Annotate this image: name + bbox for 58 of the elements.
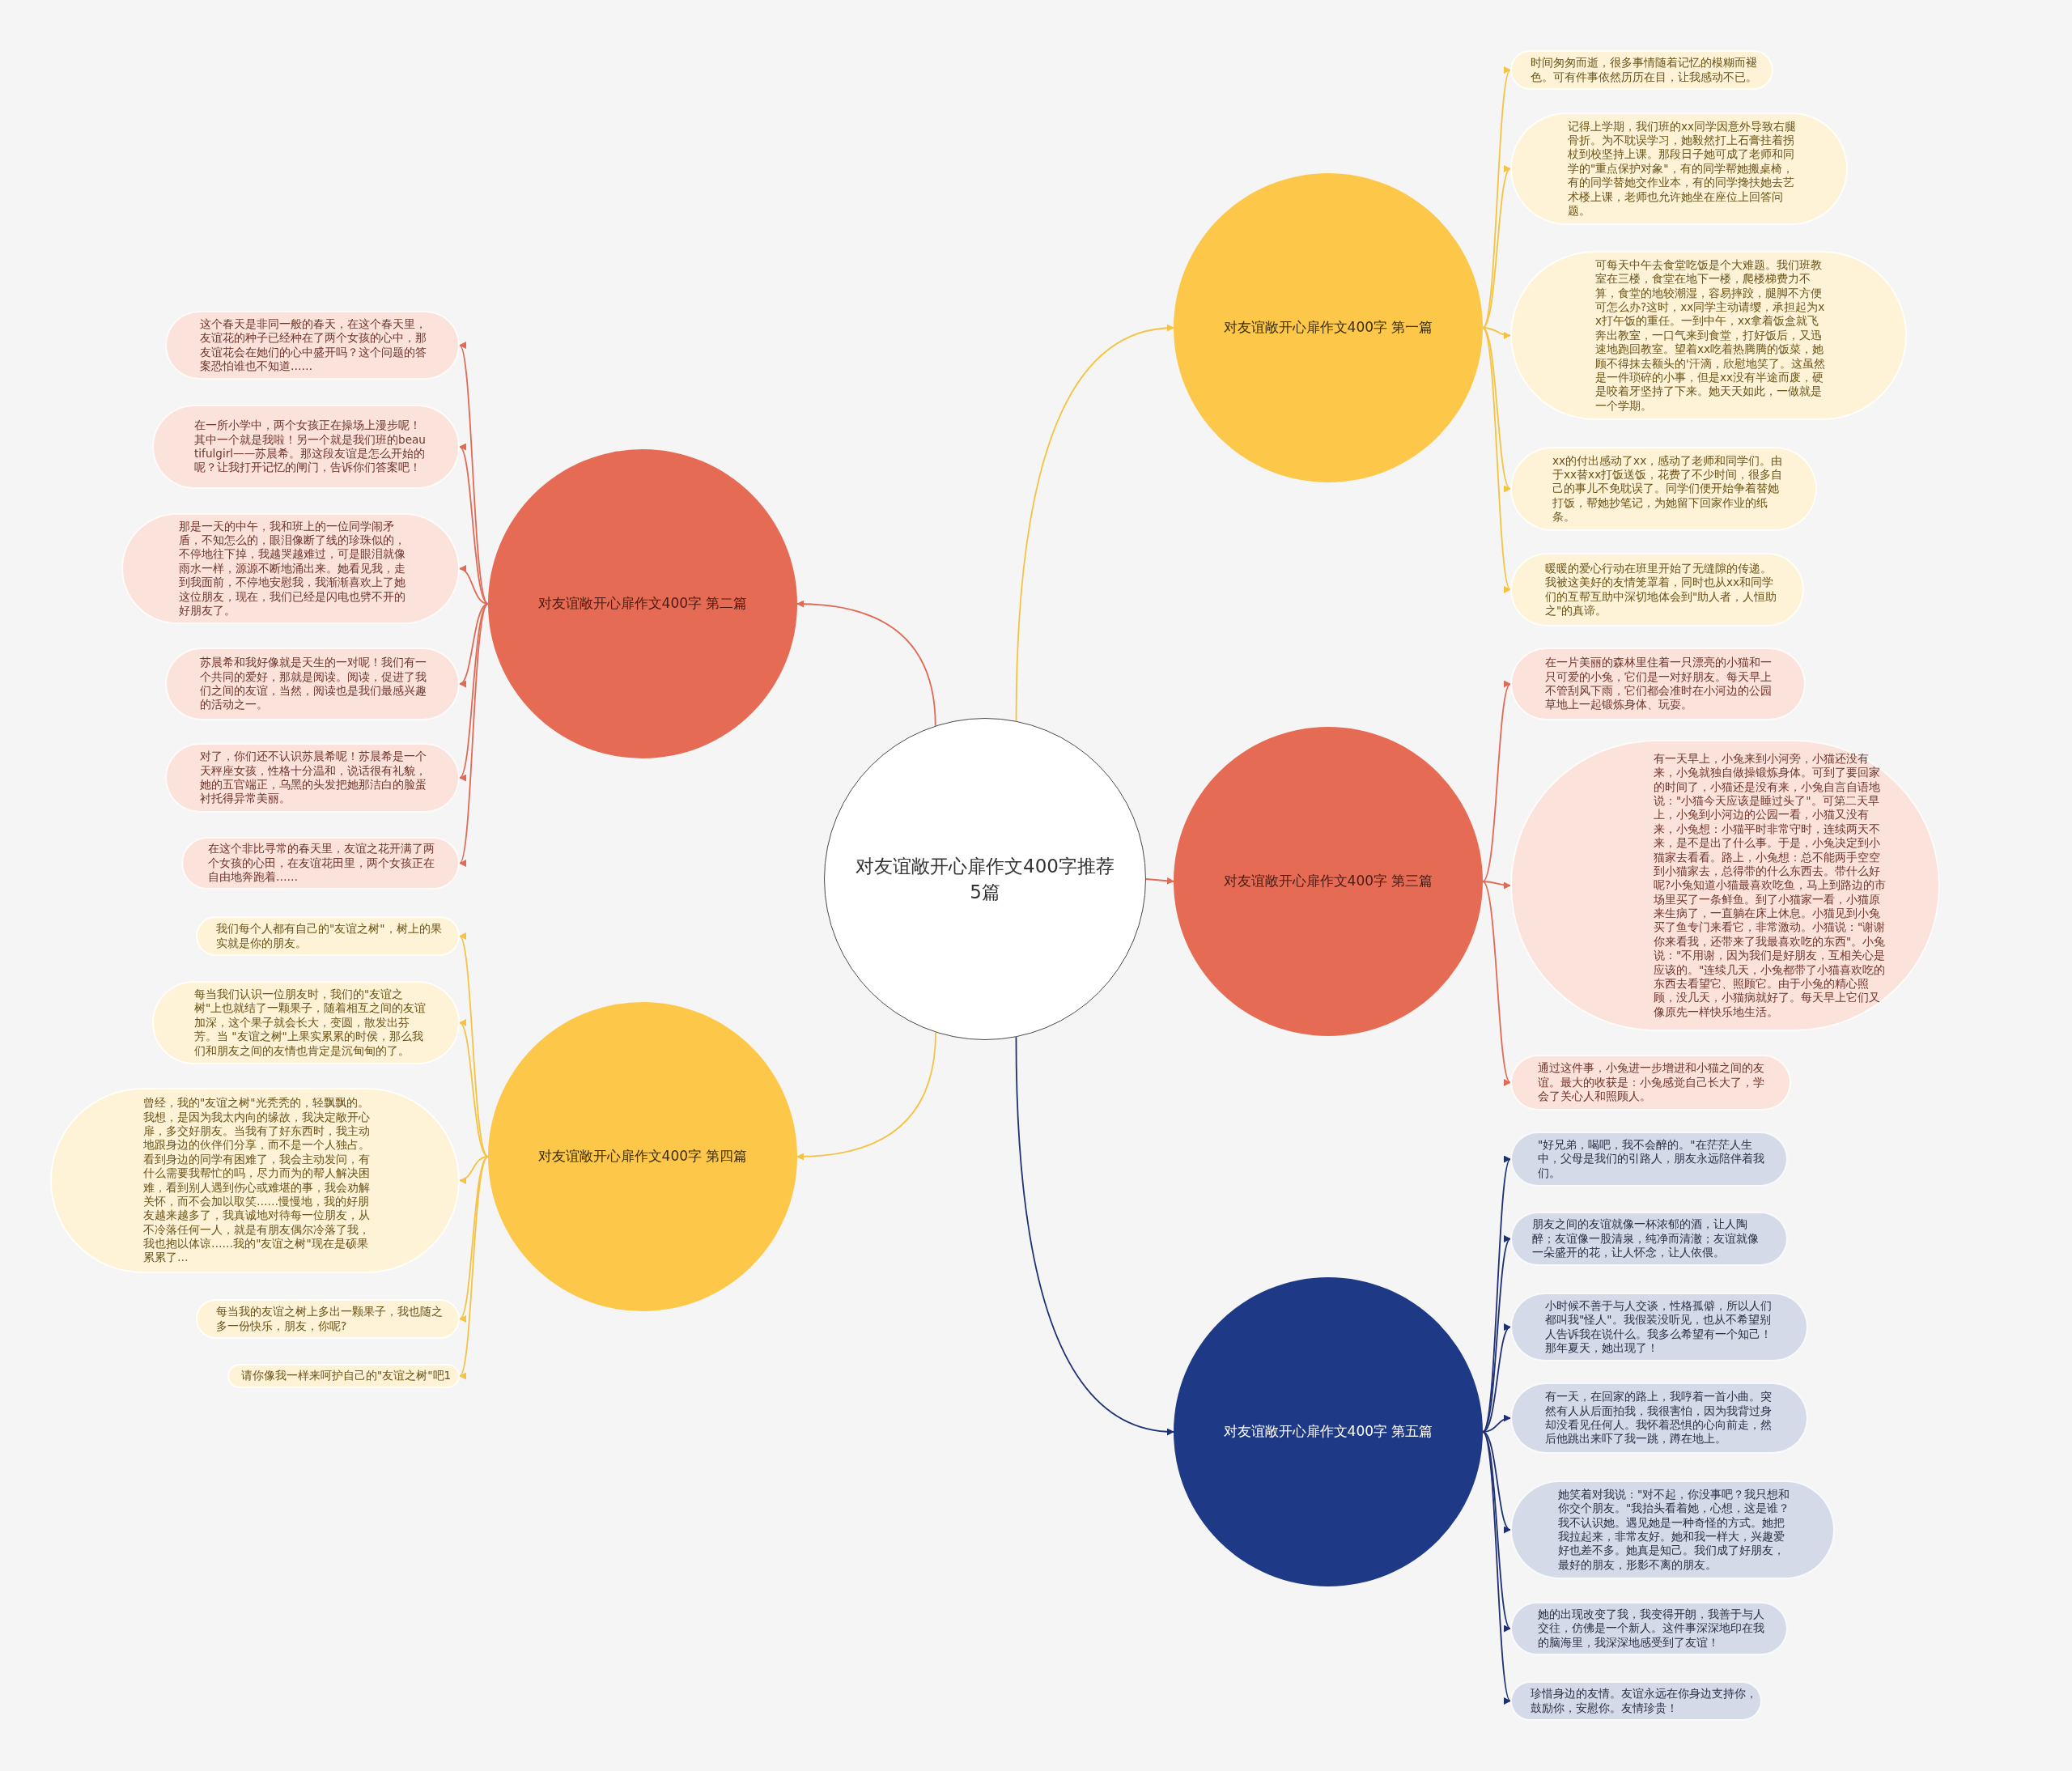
connector-arrow bbox=[459, 603, 489, 864]
paragraph-text: 可每天中午去食堂吃饭是个大难题。我们班教室在三楼，食堂在地下一楼，爬楼梯费力不算，食堂的地较潮湿，容易摔跤，腿脚不方便可怎么办?这时，xx同学主动请缨，承担起为xx打午饭的重任。一到中午，xx拿着饭盒就飞奔出教室，一口气来到食堂，打好饭后，又迅速地跑回教室。望着xx吃着热腾腾的饭菜，她顾不得抹去额头的'汗滴，欣慰地笑了。这虽然是一件琐碎的小事，但是xx没有半途而废，硬是咬着牙坚持了下来。她天天如此，一做就是一个学期。 bbox=[1595, 257, 1826, 414]
connector-arrow bbox=[1482, 327, 1511, 339]
paragraph-text: 小时候不善于与人交谈，性格孤僻，所以人们都叫我"怪人"。我假装没听见，也从不希望别人告诉我在说什么。我多么希望有一个知己！那年夏天，她出现了！ bbox=[1545, 1298, 1773, 1356]
topic-title: 对友谊敞开心扉作文400字 第二篇 bbox=[537, 594, 748, 614]
text-bubble bbox=[227, 1364, 460, 1388]
connector-arrow bbox=[1482, 168, 1511, 329]
topic-title: 对友谊敞开心扉作文400字推荐5篇 bbox=[855, 854, 1115, 904]
paragraph-text: 在这个非比寻常的春天里，友谊之花开满了两个女孩的心田，在友谊花田里，两个女孩正在自由地奔跑着…… bbox=[208, 842, 435, 885]
paragraph-text: 朋友之间的友谊就像一杯浓郁的酒，让人陶醉；友谊像一股清泉，纯净而清澈；友谊就像一朵盛开的花，让人怀念，让人依偎。 bbox=[1532, 1217, 1760, 1260]
connector-arrow bbox=[1015, 1036, 1174, 1435]
paragraph-text: 通过这件事，小兔进一步增进和小猫之间的友谊。最大的收获是：小兔感觉自己长大了，学会了关心人和照顾人。 bbox=[1538, 1061, 1765, 1104]
connector-arrow bbox=[796, 1031, 936, 1161]
connector-arrow bbox=[1482, 683, 1511, 882]
paragraph-text: 每当我们认识一位朋友时，我们的"友谊之树"上也就结了一颗果子，随着相互之间的友谊加深，这个果子就会长大，变圆，散发出芬芳。当 "友谊之树"上果实累累的时侯，那么我们和朋友之间的友情也肯定是沉甸甸的了。 bbox=[194, 987, 427, 1058]
paragraph-text: 珍惜身边的友情。友谊永远在你身边支持你，鼓励你，安慰你。友情珍贵！ bbox=[1531, 1687, 1758, 1715]
text-bubble bbox=[196, 916, 460, 956]
paragraph-text: 苏晨希和我好像就是天生的一对呢！我们有一个共同的爱好，那就是阅读。阅读，促进了我们之间的友谊，当然，阅读也是我们最感兴趣的活动之一。 bbox=[200, 656, 427, 712]
connector-arrow bbox=[459, 935, 489, 1157]
paragraph-text: 在一所小学中，两个女孩正在操场上漫步呢！其中一个就是我啦！另一个就是我们班的beautifulgirl——苏晨希。那这段友谊是怎么开始的呢？让我打开记忆的闸门，告诉你们答案吧！ bbox=[194, 418, 427, 475]
connector-arrow bbox=[1482, 881, 1511, 890]
connector-arrow bbox=[1482, 327, 1511, 591]
connector-arrow bbox=[459, 446, 489, 605]
connector-arrow bbox=[459, 1021, 489, 1157]
paragraph-text: 有一天，在回家的路上，我哼着一首小曲。突然有人从后面拍我，我很害怕，因为我背过身却没看见任何人。我怀着恐惧的心向前走，然后他跳出来吓了我一跳，蹲在地上。 bbox=[1545, 1390, 1773, 1446]
paragraph-text: 在一片美丽的森林里住着一只漂亮的小猫和一只可爱的小兔，它们是一对好朋友。每天早上不管刮风下雨，它们都会准时在小河边的公园草地上一起锻炼身体、玩耍。 bbox=[1545, 656, 1773, 712]
connector-arrow bbox=[1482, 1431, 1511, 1702]
connector-arrow bbox=[1482, 881, 1511, 1084]
paragraph-text: 每当我的友谊之树上多出一颗果子，我也随之多一份快乐，朋友，你呢? bbox=[216, 1305, 444, 1333]
connector-arrow bbox=[1145, 877, 1174, 885]
topic-title: 对友谊敞开心扉作文400字 第三篇 bbox=[1223, 872, 1433, 891]
text-bubble bbox=[1510, 50, 1773, 90]
topic-title: 对友谊敞开心扉作文400字 第五篇 bbox=[1223, 1422, 1433, 1442]
paragraph-text: 有一天早上，小兔来到小河旁，小猫还没有来，小兔就独自做操锻炼身体。可到了要回家的时间了，小猫还是没有来，小兔自言自语地说："小猫今天应该是睡过头了"。可第二天早上，小兔到小河边的公园一看，小猫又没有来，小兔想：小猫平时非常守时，连续两天不来，是不是出了什么事。于是，小兔决定到小猫家去看看。路上，小兔想：总不能两手空空到小猫家去，总得带的什么东西去。带什么好呢?小兔知道小猫最喜欢吃鱼，马上到路边的市场里买了一条鲜鱼。到了小猫家一看，小猫原来生病了，一直躺在床上休息。小猫见到小兔买了鱼专门来看它，非常激动。小猫说："谢谢你来看我，还带来了我最喜欢吃的东西"。小兔说："不用谢，因为我们是好朋友，互相关心是应该的。"连续几天，小兔都带了小猫喜欢吃的东西去看望它、照顾它。由于小兔的精心照顾，没几天，小猫病就好了。每天早上它们又像原先一样快乐地生活。 bbox=[1654, 751, 1887, 1020]
paragraph-text: 她笑着对我说："对不起，你没事吧？我只想和你交个朋友。"我抬头看着她，心想，这是谁？我不认识她。遇见她是一种奇怪的方式。她把我拉起来，非常友好。她和我一样大，兴趣爱好也差不多。她真是知己。我们成了好朋友，最好的朋友，形影不离的朋友。 bbox=[1558, 1487, 1791, 1573]
connector-arrow bbox=[459, 344, 489, 605]
paragraph-text: 这个春天是非同一般的春天，在这个春天里，友谊花的种子已经种在了两个女孩的心中，那友谊花会在她们的心中盛开吗？这个问题的答案恐怕谁也不知道…… bbox=[200, 316, 427, 374]
paragraph-text: xx的付出感动了xx，感动了老师和同学们。由于xx替xx打饭送饭，花费了不少时间，很多自己的事儿不免耽误了。同学们便开始争着替她打饭，帮她抄笔记，为她留下回家作业的纸条。 bbox=[1552, 453, 1784, 525]
paragraph-text: 记得上学期，我们班的xx同学因意外导致右腿骨折。为不耽误学习，她毅然打上石膏拄着拐杖到校坚持上课。那段日子她可成了老师和同学的"重点保护对象"，有的同学帮她搬桌椅，有的同学替她交作业本，有的同学搀扶她去艺术楼上课，老师也允许她坐在座位上回答问题。 bbox=[1568, 119, 1798, 219]
connector-arrow bbox=[459, 1156, 489, 1183]
paragraph-text: 时间匆匆而逝，很多事情随着记忆的模糊而褪色。可有件事依然历历在目，让我感动不已。 bbox=[1531, 56, 1758, 84]
paragraph-text: 曾经，我的"友谊之树"光秃秃的，轻飘飘的。我想，是因为我太内向的缘故，我决定敞开心扉，多交好朋友。当我有了好东西时，我主动地跟身边的伙伴们分享，而不是一个人独占。看到身边的同学有困难了，我会主动发问，有什么需要我帮忙的吗，尽力而为的帮人解决困难，看到别人遇到伤心或难堪的事，我会劝解关怀，而不会加以取笑……慢慢地，我的好朋友越来越多了，我真诚地对待每一位朋友，从不冷落任何一人，就是有朋友偶尔冷落了我，我也抱以体谅……我的"友谊之树"现在是硕果累累了… bbox=[143, 1096, 371, 1265]
topic-title: 对友谊敞开心扉作文400字 第四篇 bbox=[537, 1147, 748, 1166]
paragraph-text: 对了，你们还不认识苏晨希呢！苏晨希是一个天秤座女孩，性格十分温和，说话很有礼貌，她的五官端正，乌黑的头发把她那洁白的脸蛋衬托得异常美丽。 bbox=[200, 750, 427, 806]
topic-title: 对友谊敞开心扉作文400字 第一篇 bbox=[1223, 318, 1433, 338]
paragraph-text: 我们每个人都有自己的"友谊之树"，树上的果实就是你的朋友。 bbox=[216, 922, 443, 950]
connector-arrow bbox=[1482, 1238, 1511, 1433]
paragraph-text: 请你像我一样来呵护自己的"友谊之树"吧1 bbox=[241, 1369, 452, 1383]
text-bubble bbox=[1510, 1681, 1762, 1721]
paragraph-text: 那是一天的中午，我和班上的一位同学闹矛盾，不知怎么的，眼泪像断了线的珍珠似的，不停地往下掉，我越哭越难过，可是眼泪就像雨水一样，源源不断地涌出来。她看见我，走到我面前，不停地安慰我，我渐渐喜欢上了她这位朋友，现在，我们已经是闪电也劈不开的好朋友了。 bbox=[179, 519, 406, 618]
connector-arrow bbox=[1015, 325, 1174, 722]
paragraph-text: "好兄弟，喝吧，我不会醉的。"在茫茫人生中，父母是我们的引路人，朋友永远陪伴着我们。 bbox=[1538, 1137, 1765, 1181]
connector-arrow bbox=[459, 566, 489, 605]
paragraph-text: 她的出现改变了我，我变得开朗，我善于与人交往，仿佛是一个新人。这件事深深地印在我的脑海里，我深深地感受到了友谊！ bbox=[1538, 1607, 1765, 1650]
text-bubble bbox=[196, 1299, 460, 1339]
connector-arrow bbox=[796, 600, 936, 727]
paragraph-text: 暖暖的爱心行动在班里开始了无缝隙的传递。我被这美好的友情笼罩着，同时也从xx和同学们的互帮互助中深切地体会到"助人者，人恒助之"的真谛。 bbox=[1545, 561, 1778, 618]
connector-arrow bbox=[459, 1156, 489, 1320]
